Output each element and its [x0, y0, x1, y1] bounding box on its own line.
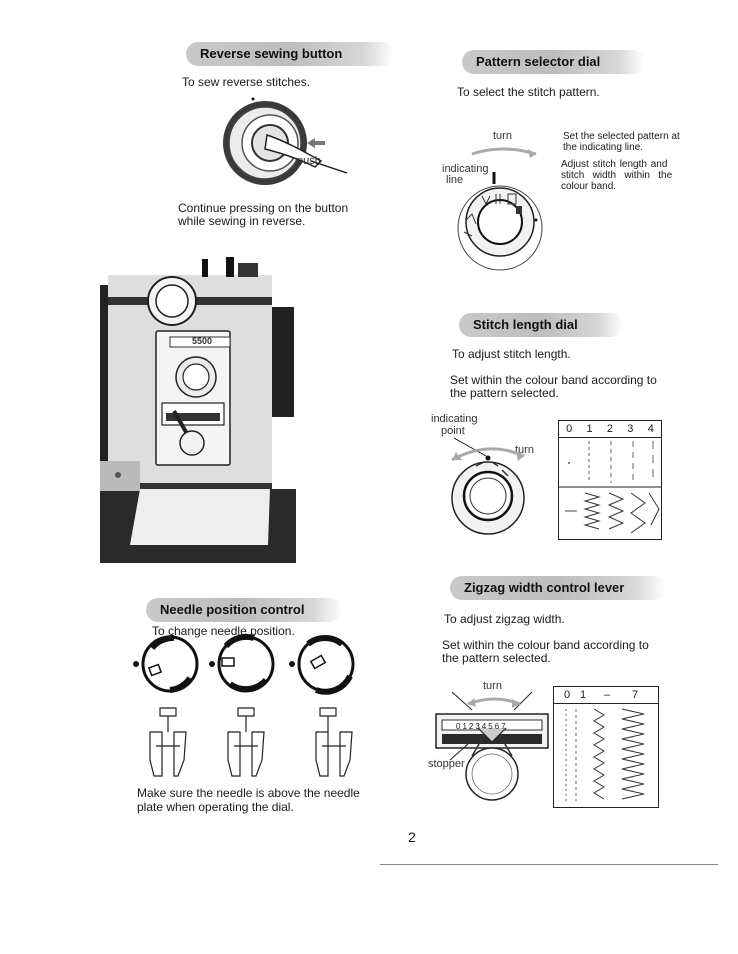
needle-note-line1: Make sure the needle is above the needle	[137, 786, 360, 800]
zigzag-width-samples	[565, 708, 645, 801]
reverse-note-line1: Continue pressing on the button	[178, 201, 349, 215]
pattern-note1-line1: Set the selected pattern at	[563, 131, 680, 142]
zigzag-width-text2-line2: the pattern selected.	[442, 651, 551, 665]
zigzag-scale-1: 1	[580, 689, 587, 701]
stitch-scale-4: 4	[647, 423, 654, 435]
stitch-length-title: Stitch length dial	[473, 317, 578, 332]
stitch-scale-0: 0	[566, 423, 573, 435]
pattern-selector-text: To select the stitch pattern.	[457, 85, 600, 99]
stitch-scale-3: 3	[627, 423, 634, 435]
pattern-note2-line1: Adjust stitch length and	[561, 159, 668, 170]
zigzag-width-chart: 0 1 – 7	[553, 686, 659, 808]
stitch-length-header: Stitch length dial	[459, 313, 623, 337]
needle-note-line2: plate when operating the dial.	[137, 800, 294, 814]
pattern-selector-title: Pattern selector dial	[476, 54, 601, 69]
reverse-sewing-text: To sew reverse stitches.	[182, 75, 311, 89]
zigzag-lever-scale: 01234567	[456, 722, 508, 731]
reverse-sewing-title: Reverse sewing button	[200, 46, 343, 61]
zigzag-scale-dash: –	[604, 689, 611, 701]
zigzag-width-header: Zigzag width control lever	[450, 576, 666, 600]
zigzag-width-title: Zigzag width control lever	[464, 580, 625, 595]
pattern-note2-line3: colour band.	[561, 181, 617, 192]
zigzag-turn-label: turn	[483, 680, 502, 692]
pattern-note1-line2: the indicating line.	[563, 142, 644, 153]
stitch-length-text1: To adjust stitch length.	[452, 347, 571, 361]
stitch-length-text2-line2: the pattern selected.	[450, 386, 559, 400]
pattern-turn-label: turn	[493, 130, 512, 142]
stitch-indicating-label-1: indicating	[431, 413, 478, 425]
stitch-scale-1: 1	[586, 423, 593, 435]
stitch-indicating-label-2: point	[441, 425, 465, 437]
reverse-note-line2: while sewing in reverse.	[178, 214, 306, 228]
reverse-button-illustration	[223, 97, 348, 185]
footer-rule	[380, 864, 718, 865]
pattern-dial-illustration	[457, 147, 543, 271]
stitch-length-text2-line1: Set within the colour band according to	[450, 373, 657, 387]
reverse-sewing-header: Reverse sewing button	[186, 42, 394, 66]
stitch-scale-2: 2	[606, 423, 614, 435]
zigzag-scale-7: 7	[632, 689, 639, 701]
pattern-note2-line2: stitch width within the	[561, 170, 673, 181]
zigzag-scale-0: 0	[564, 689, 571, 701]
pattern-indicating-label-2: line	[446, 174, 464, 186]
needle-dials-illustration	[133, 633, 355, 777]
pattern-selector-header: Pattern selector dial	[462, 50, 645, 74]
needle-position-title: Needle position control	[160, 602, 305, 617]
zigzag-lever-illustration	[435, 691, 549, 801]
push-label: push	[297, 155, 321, 167]
needle-position-header: Needle position control	[146, 598, 342, 622]
stitch-length-chart: 0 1 2 3 4	[558, 420, 662, 540]
pattern-indicating-label-1: indicating	[442, 163, 489, 175]
needle-position-text: To change needle position.	[152, 624, 295, 638]
page-number: 2	[408, 829, 416, 845]
stitch-length-dial-illustration	[451, 437, 525, 535]
sewing-machine-illustration	[100, 257, 296, 563]
machine-model-label: 5500	[192, 336, 213, 346]
zigzag-width-text2-line1: Set within the colour band according to	[442, 638, 649, 652]
stitch-length-samples	[559, 441, 661, 534]
zigzag-width-text1: To adjust zigzag width.	[444, 612, 565, 626]
zigzag-stopper-label: stopper	[428, 758, 465, 770]
